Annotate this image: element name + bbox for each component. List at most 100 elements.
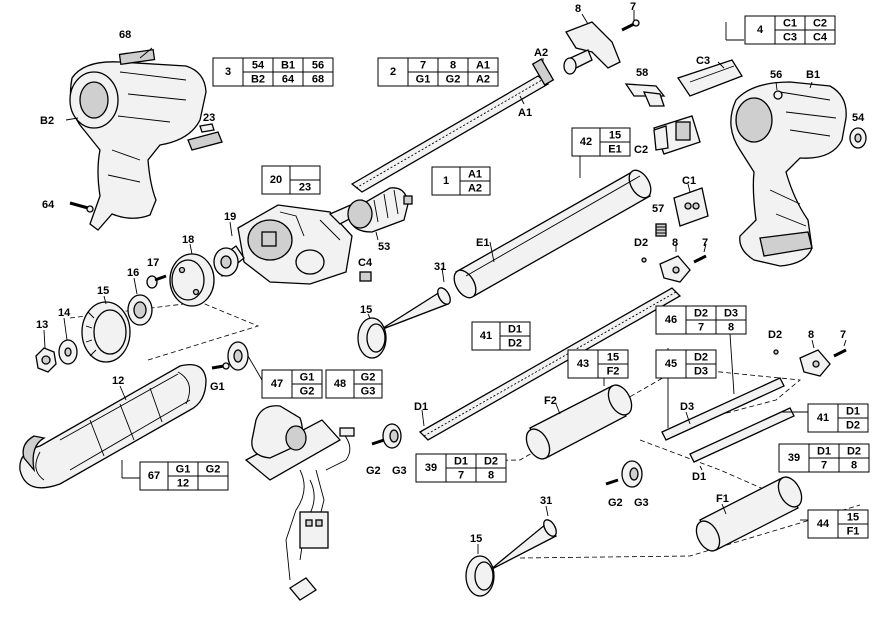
- table-id-text: 44: [817, 518, 830, 530]
- screw-7-top: [621, 19, 640, 32]
- rack-d1: [418, 287, 682, 441]
- screw-64: [69, 201, 94, 213]
- switch-c1: [673, 187, 709, 227]
- table-cell: [289, 179, 321, 195]
- handle-8-mid: [659, 255, 691, 283]
- table-cell: [353, 383, 383, 399]
- table-cell-text: E1: [608, 144, 621, 156]
- tube-f2: [525, 384, 633, 460]
- table-cell-text: 15: [847, 512, 859, 524]
- cover-c3: [676, 59, 743, 97]
- table-id-cell: [415, 453, 447, 483]
- electronics-assembly: [244, 405, 355, 601]
- handle-housing-b2: [69, 48, 207, 231]
- label-7-right: 7: [840, 329, 846, 341]
- table-cell-text: B2: [251, 74, 265, 86]
- table-cell-text: 64: [282, 74, 295, 86]
- table-cell-text: G3: [361, 386, 376, 398]
- nozzle-31-lower: [489, 519, 558, 571]
- label-d2-mid: D2: [634, 237, 648, 249]
- pin-d2-mid: [641, 257, 647, 263]
- table-id-cell: [261, 369, 293, 399]
- table-cell-text: 23: [299, 182, 311, 194]
- table-cell: [838, 457, 870, 473]
- table-id-cell: [807, 403, 839, 433]
- table-id-text: 2: [390, 66, 396, 78]
- table-cell-text: C3: [783, 32, 797, 44]
- table-cell: [302, 71, 334, 87]
- table-id-text: 3: [225, 66, 231, 78]
- nut-18: [169, 253, 215, 307]
- housing-b1: [730, 81, 847, 267]
- table-cell: [599, 141, 631, 157]
- table-id-text: 46: [665, 314, 677, 326]
- label-18: 18: [182, 234, 194, 246]
- label-d2-right: D2: [768, 329, 782, 341]
- nozzle-31-top: [379, 287, 451, 331]
- label-e1: E1: [476, 237, 489, 249]
- table-cell-text: G2: [446, 74, 461, 86]
- label-64: 64: [42, 199, 55, 211]
- table-cell: [837, 523, 869, 539]
- label-57: 57: [652, 203, 664, 215]
- tube-e1: [453, 169, 652, 299]
- nut-13: [35, 347, 57, 373]
- table-cell-text: 56: [312, 60, 324, 72]
- table-id-cell: [655, 305, 687, 335]
- label-58: 58: [636, 67, 648, 79]
- table-cell: [499, 335, 531, 351]
- table-cell-text: C1: [783, 18, 797, 30]
- handle-8-top: [563, 21, 621, 75]
- label-7-top: 7: [630, 1, 636, 13]
- table-cell: [467, 71, 499, 87]
- table-id-text: 67: [148, 470, 160, 482]
- table-id-cell: [807, 509, 839, 539]
- table-cell-text: 54: [252, 60, 265, 72]
- table-cell-text: D1: [508, 324, 522, 336]
- table-cell-text: A1: [476, 60, 490, 72]
- label-c2: C2: [634, 144, 648, 156]
- table-cell-text: D3: [724, 308, 738, 320]
- table-id-text: 47: [271, 378, 283, 390]
- table-id-cell: [655, 349, 687, 379]
- cap-15-mid: [357, 317, 387, 359]
- table-cell-text: D1: [846, 406, 860, 418]
- table-id-text: 41: [817, 412, 829, 424]
- tube-f1: [695, 476, 803, 552]
- table-cell: [459, 180, 491, 196]
- pin-d2-right: [773, 349, 779, 355]
- washer-56: [773, 90, 783, 100]
- table-cell-text: 7: [698, 322, 704, 334]
- table-cell-text: A2: [476, 74, 490, 86]
- label-31-lower: 31: [540, 495, 552, 507]
- table-id-cell: [377, 57, 409, 87]
- part-58: [624, 83, 666, 107]
- table-cell-text: D2: [484, 456, 498, 468]
- rack-a1: [350, 58, 555, 193]
- table-id-text: 39: [788, 452, 800, 464]
- label-c3: C3: [696, 55, 710, 67]
- table-cell: [685, 363, 717, 379]
- table-cell: [197, 475, 229, 491]
- label-b2: B2: [40, 115, 54, 127]
- table-cell-text: 8: [851, 460, 857, 472]
- table-cell-text: 7: [821, 460, 827, 472]
- table-id-text: 41: [480, 330, 492, 342]
- handle-8-right: [799, 349, 831, 377]
- table-cell-text: D3: [694, 366, 708, 378]
- label-d1-right: D1: [692, 471, 706, 483]
- table-id-text: 4: [757, 24, 764, 36]
- table-id-cell: [471, 321, 501, 351]
- table-cell-text: A2: [468, 183, 482, 195]
- table-id-text: 45: [665, 358, 677, 370]
- table-cell-text: F1: [847, 526, 860, 538]
